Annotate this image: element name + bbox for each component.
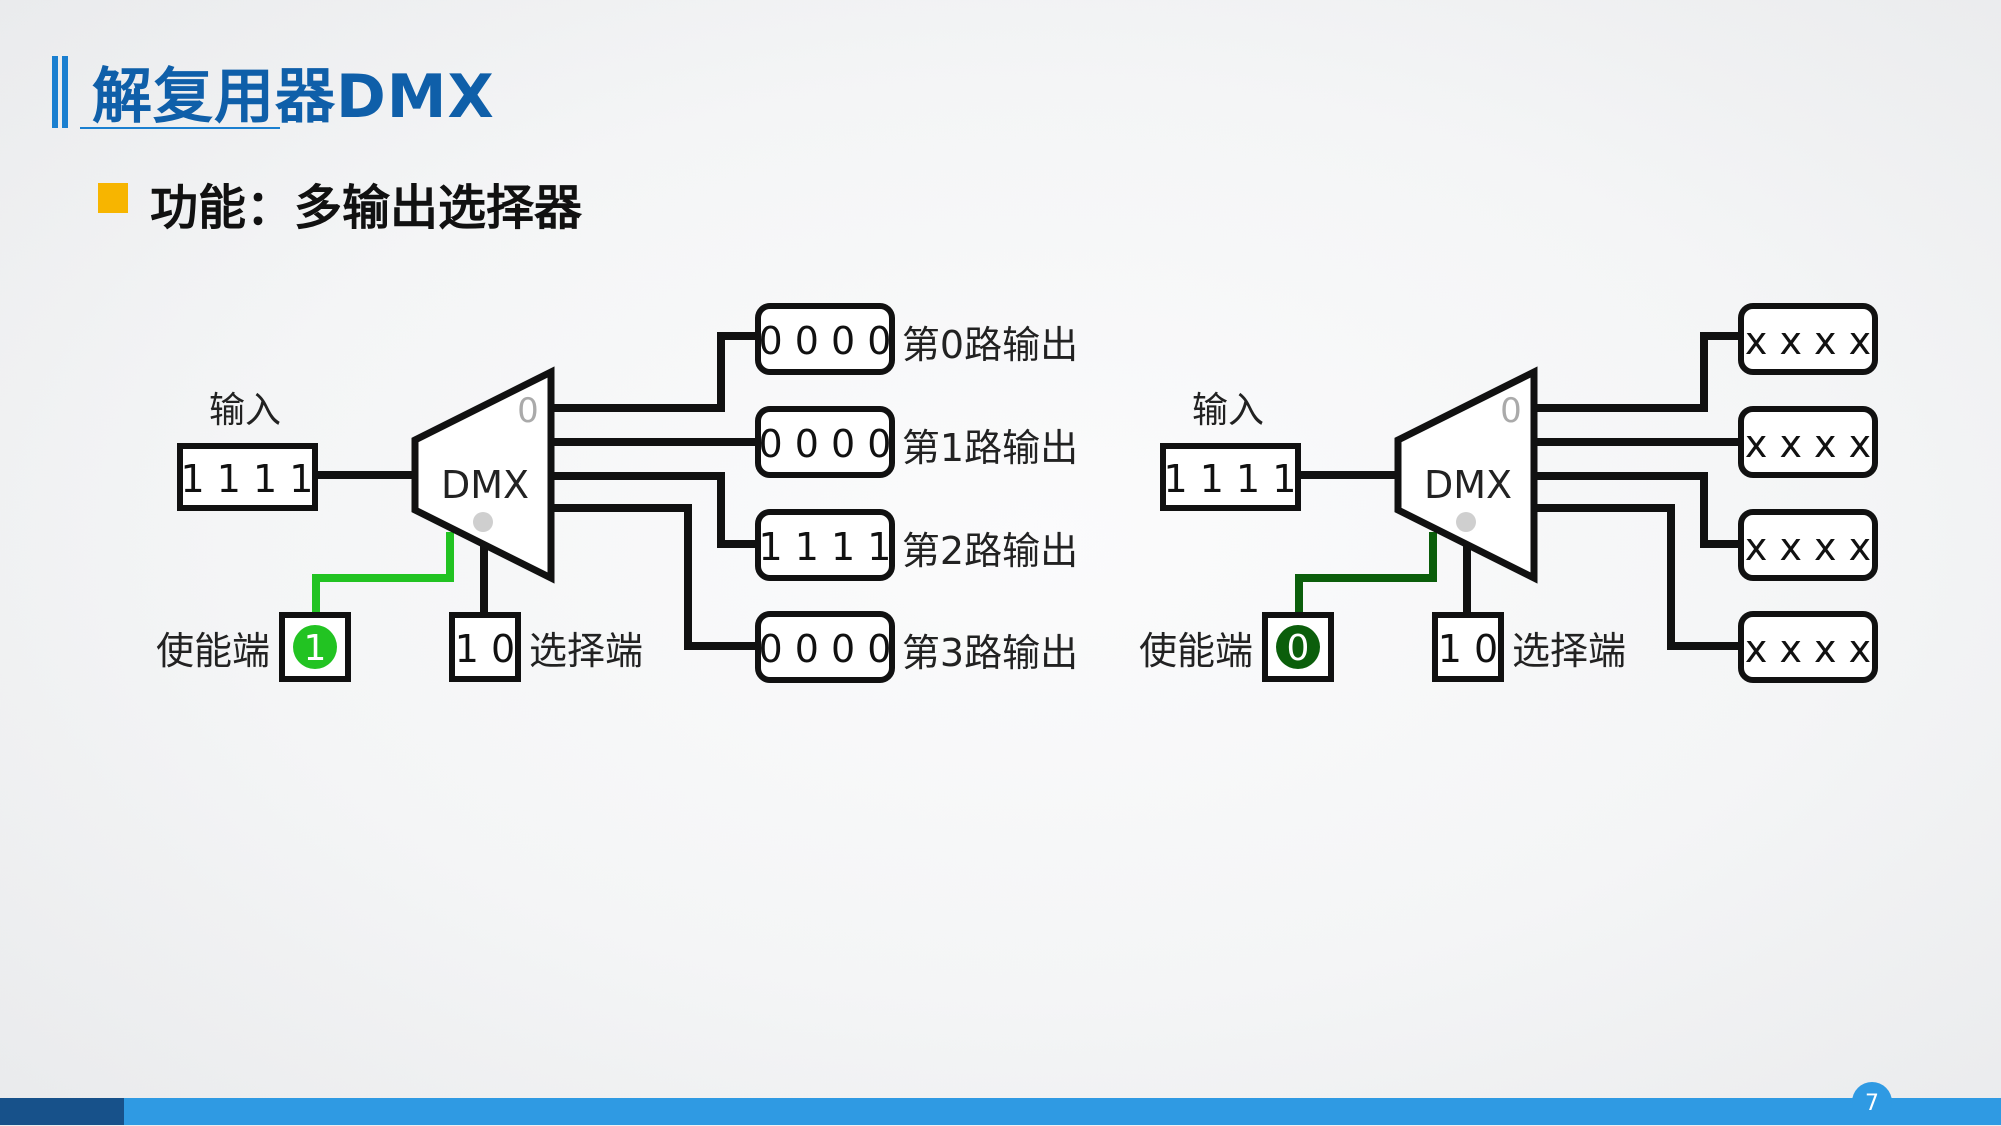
input-value: 1 1 1 1 [1164,457,1297,501]
output-wire-0 [1531,332,1743,412]
select-pin-dot [1456,512,1476,532]
input-value-box [177,443,318,511]
output-box-1 [755,406,895,478]
output-value-2: x x x x [1745,525,1871,569]
dmx-block [1394,366,1538,584]
select-pin-dot [473,512,493,532]
input-label: 输入 [209,390,281,431]
output-label-0: 第0路输出 [902,323,1078,367]
output-box-2 [1738,509,1878,581]
select-input-box[interactable] [449,612,521,682]
enable-wire [312,532,454,616]
zero-marker: 0 [1500,391,1522,431]
bullet-text: 功能：多输出选择器 [150,180,583,236]
output-wire-2 [1531,472,1743,548]
select-value: 1 0 [1438,627,1498,671]
output-wire-3 [1531,504,1743,650]
dmx-block [411,366,555,584]
output-value-3: 0 0 0 0 [759,627,892,671]
title-underline [80,127,280,129]
input-value: 1 1 1 1 [181,457,314,501]
dmx-block-label: DMX [1424,463,1512,507]
output-box-2 [755,509,895,581]
output-value-1: 0 0 0 0 [759,422,892,466]
enable-state-indicator [293,625,337,669]
output-label-1: 第1路输出 [902,426,1078,470]
enable-state-indicator [1276,625,1320,669]
output-box-0 [755,303,895,375]
input-value-box [1160,443,1301,511]
footer-bar [124,1098,2001,1125]
footer-bar-dark [0,1098,124,1125]
select-label: 选择端 [529,629,643,673]
output-box-3 [1738,611,1878,683]
output-value-1: x x x x [1745,422,1871,466]
page-title: 解复用器DMX [92,62,495,132]
output-value-0: 0 0 0 0 [759,319,892,363]
output-value-3: x x x x [1745,627,1871,671]
enable-label: 使能端 [1139,629,1253,673]
select-value: 1 0 [455,627,515,671]
dmx-circuit-disabled: DMX 0 输入 1 1 1 1 使能端 0 1 0 选择端 x x x x x… [1139,303,1878,683]
enable-label: 使能端 [156,629,270,673]
output-box-3 [755,611,895,683]
dmx-block-label: DMX [441,463,529,507]
page-number: 7 [1852,1082,1892,1122]
output-wire-0 [548,332,760,412]
output-value-0: x x x x [1745,319,1871,363]
select-input-box[interactable] [1432,612,1504,682]
enable-value: 1 [304,628,327,669]
bullet-square-icon [98,183,128,213]
output-label-2: 第2路输出 [902,529,1078,573]
zero-marker: 0 [517,391,539,431]
dmx-circuit-enabled: DMX 0 输入 1 1 1 1 使能端 1 1 0 选择端 0 0 0 0 第… [156,303,1078,683]
output-label-3: 第3路输出 [902,631,1078,675]
output-wire-3 [548,504,760,650]
title-accent-bars [52,56,74,130]
output-box-0 [1738,303,1878,375]
enable-wire [1295,532,1437,616]
output-wire-2 [548,472,760,548]
enable-value: 0 [1287,628,1310,669]
input-label: 输入 [1192,390,1264,431]
output-box-1 [1738,406,1878,478]
select-label: 选择端 [1512,629,1626,673]
output-value-2: 1 1 1 1 [759,525,892,569]
